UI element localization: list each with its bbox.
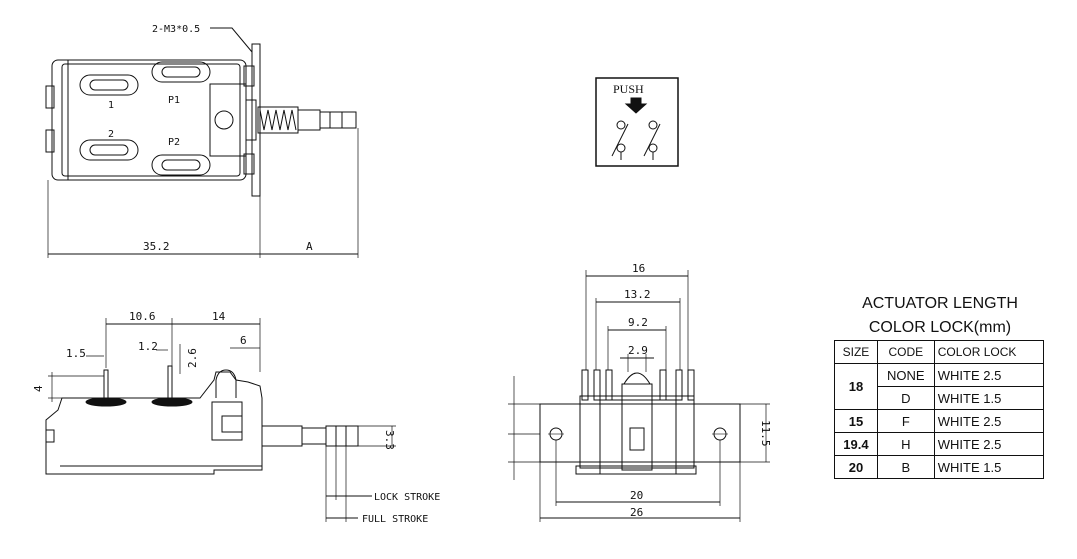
cell-code: H bbox=[876, 432, 935, 456]
terminal-2 bbox=[79, 139, 139, 161]
pin-label-1: 1 bbox=[108, 100, 114, 111]
dimension-actuator: A bbox=[306, 240, 313, 253]
cell-color: WHITE 1.5 bbox=[933, 386, 1045, 410]
front-inner-body bbox=[599, 399, 677, 475]
front-plunger bbox=[621, 383, 653, 471]
switch-body-outline bbox=[51, 59, 247, 181]
push-label: PUSH bbox=[613, 82, 644, 96]
dimension-13-2: 13.2 bbox=[624, 288, 651, 301]
table-row: D WHITE 1.5 bbox=[835, 386, 1045, 410]
actuator-shaft bbox=[297, 109, 321, 131]
actuator-tip bbox=[319, 111, 357, 129]
terminal-p1 bbox=[151, 61, 211, 83]
dimension-2-9: 2.9 bbox=[628, 344, 648, 357]
dimension-body: 35.2 bbox=[143, 240, 170, 253]
table-row: 20 B WHITE 1.5 bbox=[834, 455, 1045, 479]
switch-symbol: PUSH bbox=[595, 77, 679, 167]
cell-code: D bbox=[876, 386, 935, 410]
cell-size: 19.4 bbox=[834, 432, 878, 456]
flange-clip bbox=[243, 153, 255, 175]
table-row: 18 NONE WHITE 2.5 bbox=[834, 363, 1045, 410]
header-color-lock: COLOR LOCK bbox=[933, 340, 1045, 364]
side-view: 10.6 14 1.5 1.2 2.6 6 4 3.3 LOCK STROKE … bbox=[32, 310, 440, 525]
dimension-11-5: 11.5 bbox=[759, 420, 772, 447]
switch-body-inner bbox=[61, 63, 241, 177]
side-actuator-tip bbox=[325, 425, 359, 447]
header-size: SIZE bbox=[834, 340, 878, 364]
full-stroke-label: FULL STROKE bbox=[362, 514, 428, 525]
header-code: CODE bbox=[876, 340, 935, 364]
side-actuator bbox=[261, 425, 303, 447]
dimension-20: 20 bbox=[630, 489, 643, 502]
callout-leader bbox=[210, 27, 253, 53]
top-view: 1 P1 2 P2 2-M3*0.5 35.2 A bbox=[45, 24, 359, 258]
table-title: ACTUATOR LENGTH COLOR LOCK(mm) bbox=[834, 292, 1046, 340]
plunger-top bbox=[215, 369, 237, 398]
table-header-row: SIZE CODE COLOR LOCK bbox=[834, 340, 1045, 364]
cell-color: WHITE 2.5 bbox=[933, 409, 1045, 433]
dimension-2-6: 2.6 bbox=[186, 348, 199, 368]
actuator-length-table: SIZE CODE COLOR LOCK 18 NONE WHITE 2.5 D… bbox=[834, 340, 1045, 479]
left-tab bbox=[45, 129, 55, 153]
dimension-26: 26 bbox=[630, 506, 643, 519]
table-title-line-2: COLOR LOCK(mm) bbox=[868, 319, 1012, 336]
cell-color: WHITE 1.5 bbox=[933, 455, 1045, 479]
side-clip bbox=[45, 429, 55, 443]
front-view: 16 13.2 9.2 2.9 11.5 20 26 bbox=[508, 262, 772, 522]
side-body-outline bbox=[45, 371, 263, 475]
screw-callout: 2-M3*0.5 bbox=[152, 24, 200, 35]
terminal-1 bbox=[79, 74, 139, 96]
symbol-frame bbox=[595, 77, 679, 167]
cell-code: F bbox=[876, 409, 935, 433]
dimension-9-2: 9.2 bbox=[628, 316, 648, 329]
terminal-pin bbox=[103, 369, 109, 401]
cell-code: NONE bbox=[876, 363, 935, 387]
cell-size: 18 bbox=[834, 363, 878, 410]
table-row: 15 F WHITE 2.5 bbox=[834, 409, 1045, 433]
dimension-3-3: 3.3 bbox=[383, 430, 396, 450]
flange-clip bbox=[243, 65, 255, 87]
pin-label-p1: P1 bbox=[168, 95, 180, 106]
lock-stroke-label: LOCK STROKE bbox=[374, 492, 440, 503]
push-arrow-icon bbox=[624, 97, 648, 114]
cell-code: B bbox=[876, 455, 935, 479]
pin-label-p2: P2 bbox=[168, 137, 180, 148]
pin-label-2: 2 bbox=[108, 129, 114, 140]
cell-color: WHITE 2.5 bbox=[933, 432, 1045, 456]
spring-coil bbox=[259, 109, 297, 131]
front-body bbox=[579, 395, 695, 469]
dimension-6: 6 bbox=[240, 334, 247, 347]
front-flange bbox=[539, 403, 741, 463]
table-title-line-1: ACTUATOR LENGTH bbox=[862, 295, 1018, 312]
left-tab bbox=[45, 85, 55, 109]
terminal-pin bbox=[167, 365, 173, 401]
dimension-10-6: 10.6 bbox=[129, 310, 156, 323]
table-row: 19.4 H WHITE 2.5 bbox=[834, 432, 1045, 456]
inner-slider bbox=[211, 401, 243, 441]
dimension-1-2: 1.2 bbox=[138, 340, 158, 353]
dimension-16: 16 bbox=[632, 262, 645, 275]
cell-size: 20 bbox=[834, 455, 878, 479]
terminal-p2 bbox=[151, 154, 211, 176]
cell-color: WHITE 2.5 bbox=[933, 363, 1045, 387]
mounting-hole bbox=[214, 110, 234, 130]
plunger-housing bbox=[209, 83, 257, 157]
dimension-4: 4 bbox=[32, 385, 45, 392]
mounting-flange bbox=[251, 43, 261, 197]
cell-size: 15 bbox=[834, 409, 878, 433]
actuator-table-block: ACTUATOR LENGTH COLOR LOCK(mm) SIZE CODE… bbox=[834, 292, 1046, 479]
dimension-1-5: 1.5 bbox=[66, 347, 86, 360]
dimension-14: 14 bbox=[212, 310, 226, 323]
front-plunger-top bbox=[623, 372, 651, 385]
front-base bbox=[575, 465, 697, 475]
